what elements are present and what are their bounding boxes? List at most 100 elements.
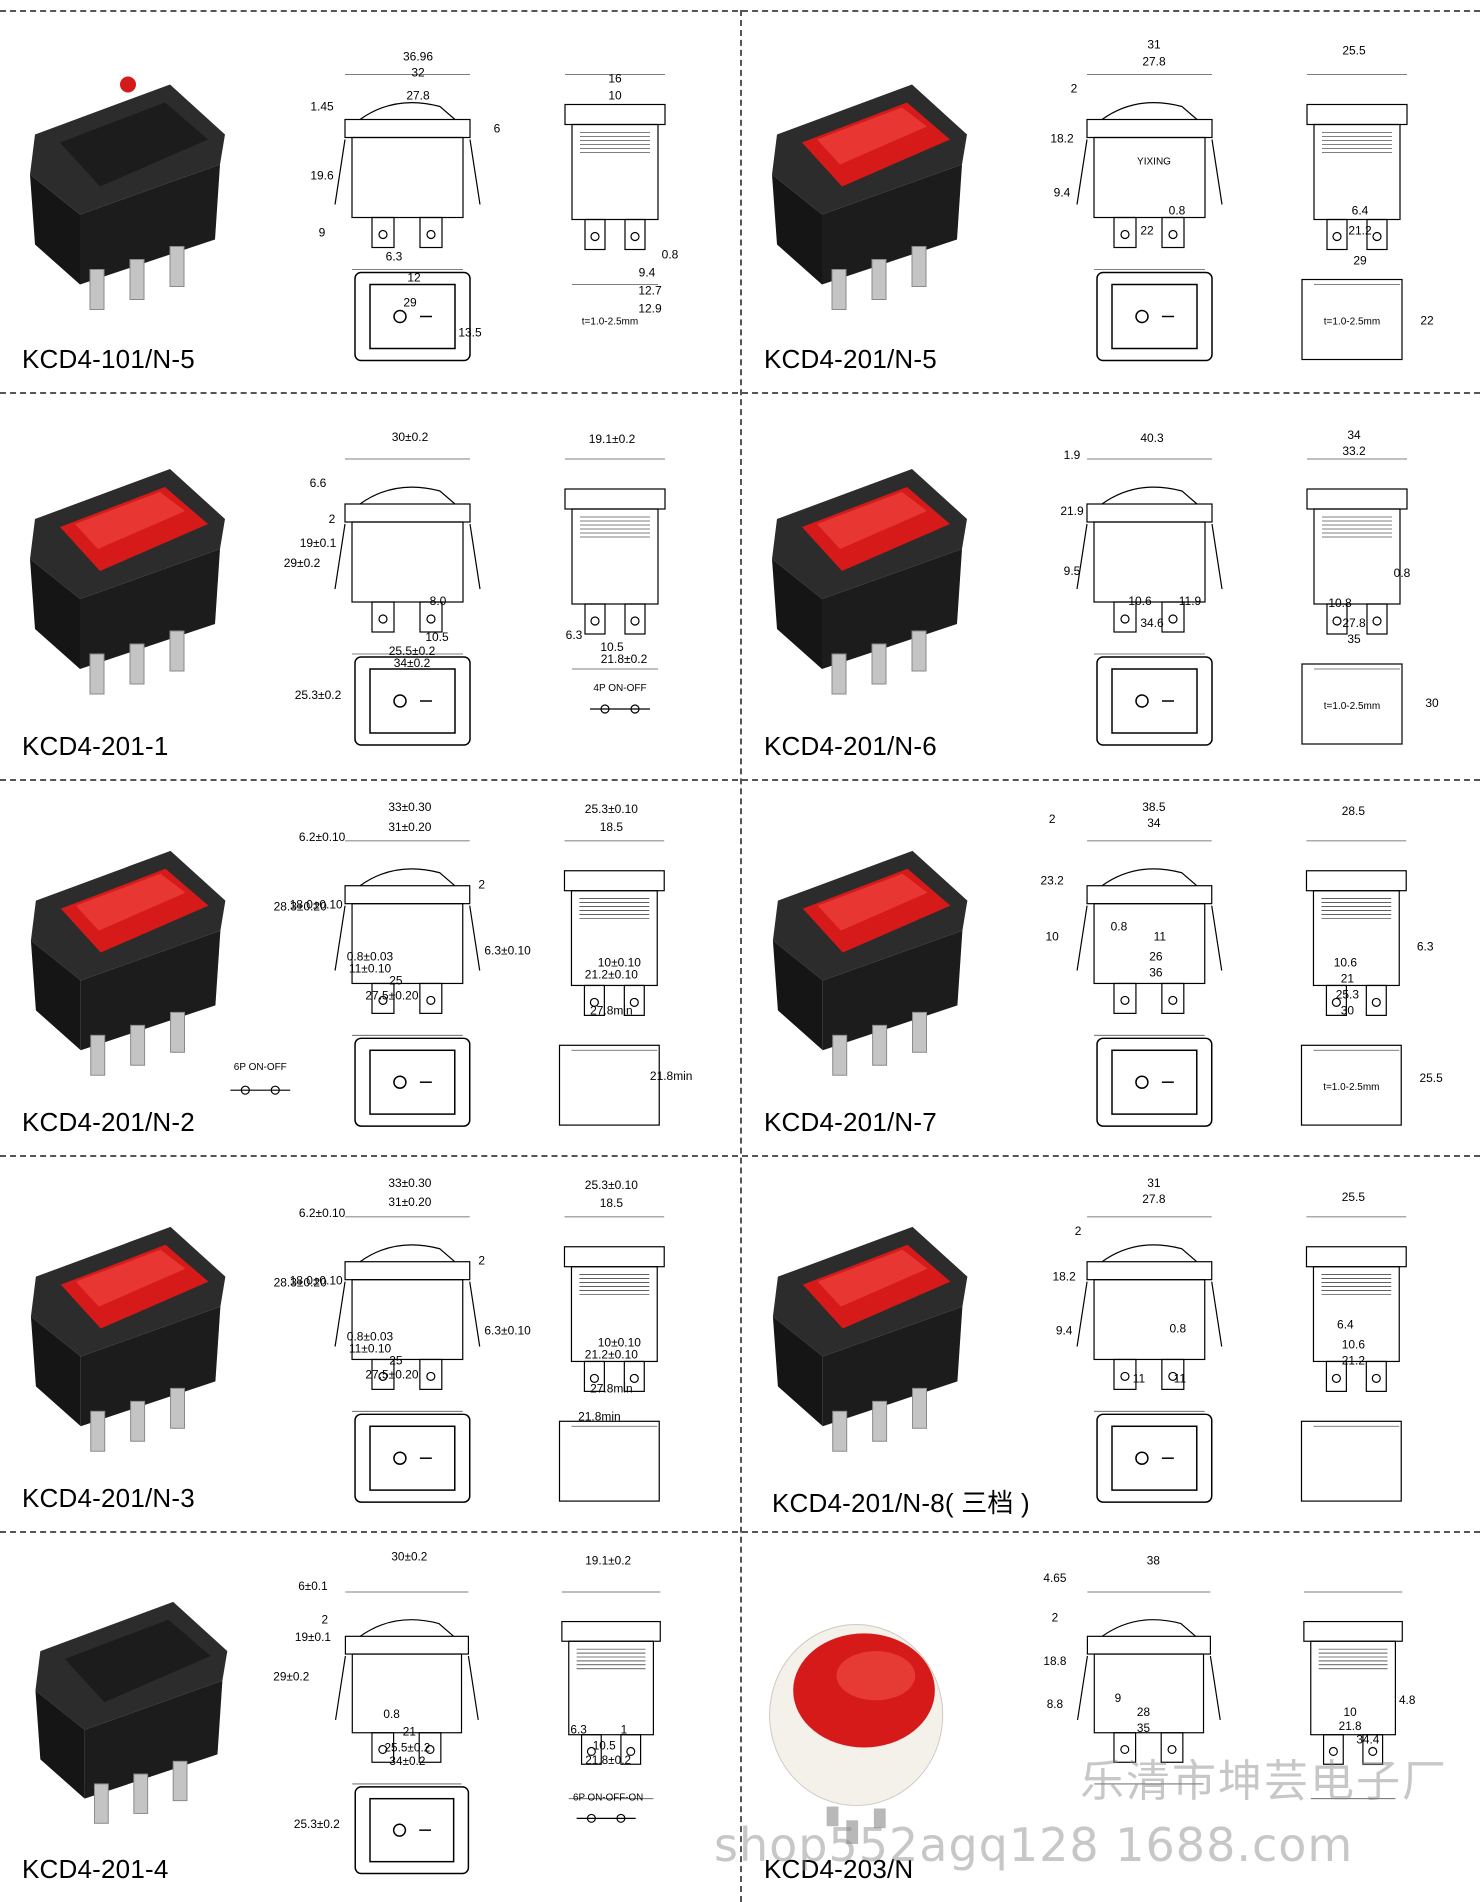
dimension-label: 40.3	[1140, 431, 1164, 445]
dimension-label: 4.65	[1043, 1571, 1066, 1585]
dimension-label: 25.5±0.2	[389, 644, 436, 658]
dimension-label: 6.4	[1337, 1318, 1354, 1332]
side-view-drawing	[561, 1591, 661, 1800]
dimension-label: 11	[1174, 1371, 1187, 1385]
dimension-label: 18.2	[1052, 1270, 1076, 1284]
dimension-label: 12.7	[638, 284, 662, 298]
top-view-drawing	[354, 271, 471, 362]
circuit-schematic-label: 6P ON-OFF-ON	[573, 1793, 643, 1804]
dimension-label: 9.4	[1056, 1324, 1073, 1338]
dimension-label: 19.1±0.2	[585, 1553, 631, 1567]
dimension-label: 33±0.30	[388, 800, 431, 814]
dimension-label: 21	[1341, 971, 1355, 985]
dimension-label: 10.5	[425, 630, 449, 644]
panel-cutout	[1301, 278, 1403, 361]
dimension-label: 25	[389, 973, 403, 987]
dimension-label: 2	[1075, 1224, 1082, 1238]
top-view-drawing	[354, 1413, 471, 1503]
dimension-label: 19±0.1	[295, 1630, 331, 1644]
dimension-label: 6.6	[310, 476, 327, 490]
watermark-company: 乐清市坤芸电子厂	[1080, 1756, 1448, 1807]
drawing: 3127.8218.29.4220.825.56.421.22922t=1.0-…	[772, 38, 1434, 362]
dimension-label: 25.5	[1420, 1071, 1444, 1085]
dimension-label: 6.3	[386, 250, 403, 264]
drawing: 33±0.3031±0.206.2±0.1028.3±0.2018.0±0.10…	[30, 800, 692, 1127]
side-view-drawing	[563, 1216, 665, 1427]
dimension-label: 28	[1137, 1705, 1151, 1719]
front-view-drawing	[1076, 74, 1223, 270]
top-view-drawing	[1096, 1413, 1213, 1503]
dimension-label: 2	[478, 1254, 485, 1268]
dimension-label: 21.8min	[578, 1409, 621, 1423]
dimension-label: 2	[1071, 82, 1078, 96]
drawing: 30±0.26.6219±0.129±0.28.010.525.5±0.234±…	[30, 430, 666, 746]
dimension-label: 31	[1147, 1176, 1161, 1190]
dimension-label: 29	[403, 296, 417, 310]
top-view-drawing	[354, 1037, 471, 1127]
circuit-schematic-label: 6P ON-OFF	[234, 1062, 287, 1073]
dimension-label: 21.8±0.2	[585, 1753, 631, 1767]
dimension-label: 10.6	[1334, 956, 1358, 970]
cutout-thickness-label: t=1.0-2.5mm	[582, 317, 638, 328]
dimension-label: 8.0	[430, 594, 447, 608]
dimension-label: 0.8	[1394, 566, 1411, 580]
dimension-label: 12.9	[638, 302, 662, 316]
top-view-drawing	[354, 656, 471, 746]
model-number: KCD4-201/N-5	[764, 344, 937, 374]
side-view-drawing	[1303, 1591, 1403, 1800]
dimension-label: 25.3±0.2	[294, 1817, 340, 1831]
dimension-label: 27.5±0.20	[365, 988, 418, 1002]
dimension-label: 30±0.2	[391, 1550, 427, 1564]
dimension-label: 12	[407, 271, 421, 285]
cutout-thickness-label: t=1.0-2.5mm	[1324, 317, 1380, 328]
side-view-drawing	[1305, 1216, 1407, 1427]
dimension-label: 10.8	[1328, 596, 1352, 610]
dimension-label: 11	[1133, 1371, 1146, 1385]
dimension-label: 6.3	[1417, 940, 1434, 954]
dimension-label: 21.9	[1060, 504, 1084, 518]
dimension-label: 32	[411, 66, 425, 80]
dimension-label: 21.8	[1339, 1719, 1362, 1733]
dimension-label: 31±0.20	[388, 1195, 431, 1209]
model-number: KCD4-201-1	[22, 731, 169, 761]
dimension-label: 27.5±0.20	[365, 1367, 418, 1381]
front-view-drawing	[334, 1216, 481, 1412]
front-view-drawing	[334, 840, 481, 1036]
switch-photo	[30, 469, 225, 695]
switch-photo	[769, 1624, 944, 1844]
front-view-drawing	[1076, 1216, 1223, 1412]
dimension-label: 28.5	[1342, 804, 1366, 818]
dimension-label: 10.5	[600, 640, 624, 654]
dimension-label: 2	[478, 878, 485, 892]
dimension-label: 33±0.30	[388, 1176, 431, 1190]
dimension-label: 25.5±0.2	[384, 1740, 430, 1754]
dimension-label: 6.3±0.10	[484, 1324, 531, 1338]
dimension-label: 2	[321, 1613, 328, 1627]
panel-cutout	[1301, 663, 1403, 745]
dimension-label: 0.8±0.03	[347, 950, 394, 964]
panel-cutout	[1300, 1044, 1402, 1126]
top-view-drawing	[1096, 1037, 1213, 1127]
dimension-label: 11±0.10	[349, 1341, 392, 1355]
dimension-label: 11.9	[1179, 594, 1202, 608]
drawing: 33±0.3031±0.206.2±0.1028.3±0.2018.0±0.10…	[30, 1176, 665, 1503]
dimension-label: 34	[1347, 428, 1361, 442]
dimension-label: 28.3±0.20	[274, 1276, 327, 1290]
dimension-label: 34.4	[1356, 1733, 1379, 1747]
separator-column	[740, 10, 742, 1902]
side-view-drawing	[563, 840, 665, 1051]
front-view-drawing	[1076, 1591, 1221, 1785]
dimension-label: 0.8	[662, 248, 679, 262]
top-view-drawing	[1096, 271, 1213, 362]
dimension-label: 25.5	[1342, 44, 1366, 58]
dimension-label: 18.8	[1043, 1654, 1066, 1668]
circuit-schematic-label: 4P ON-OFF	[593, 683, 646, 694]
side-view-drawing	[1306, 458, 1408, 670]
